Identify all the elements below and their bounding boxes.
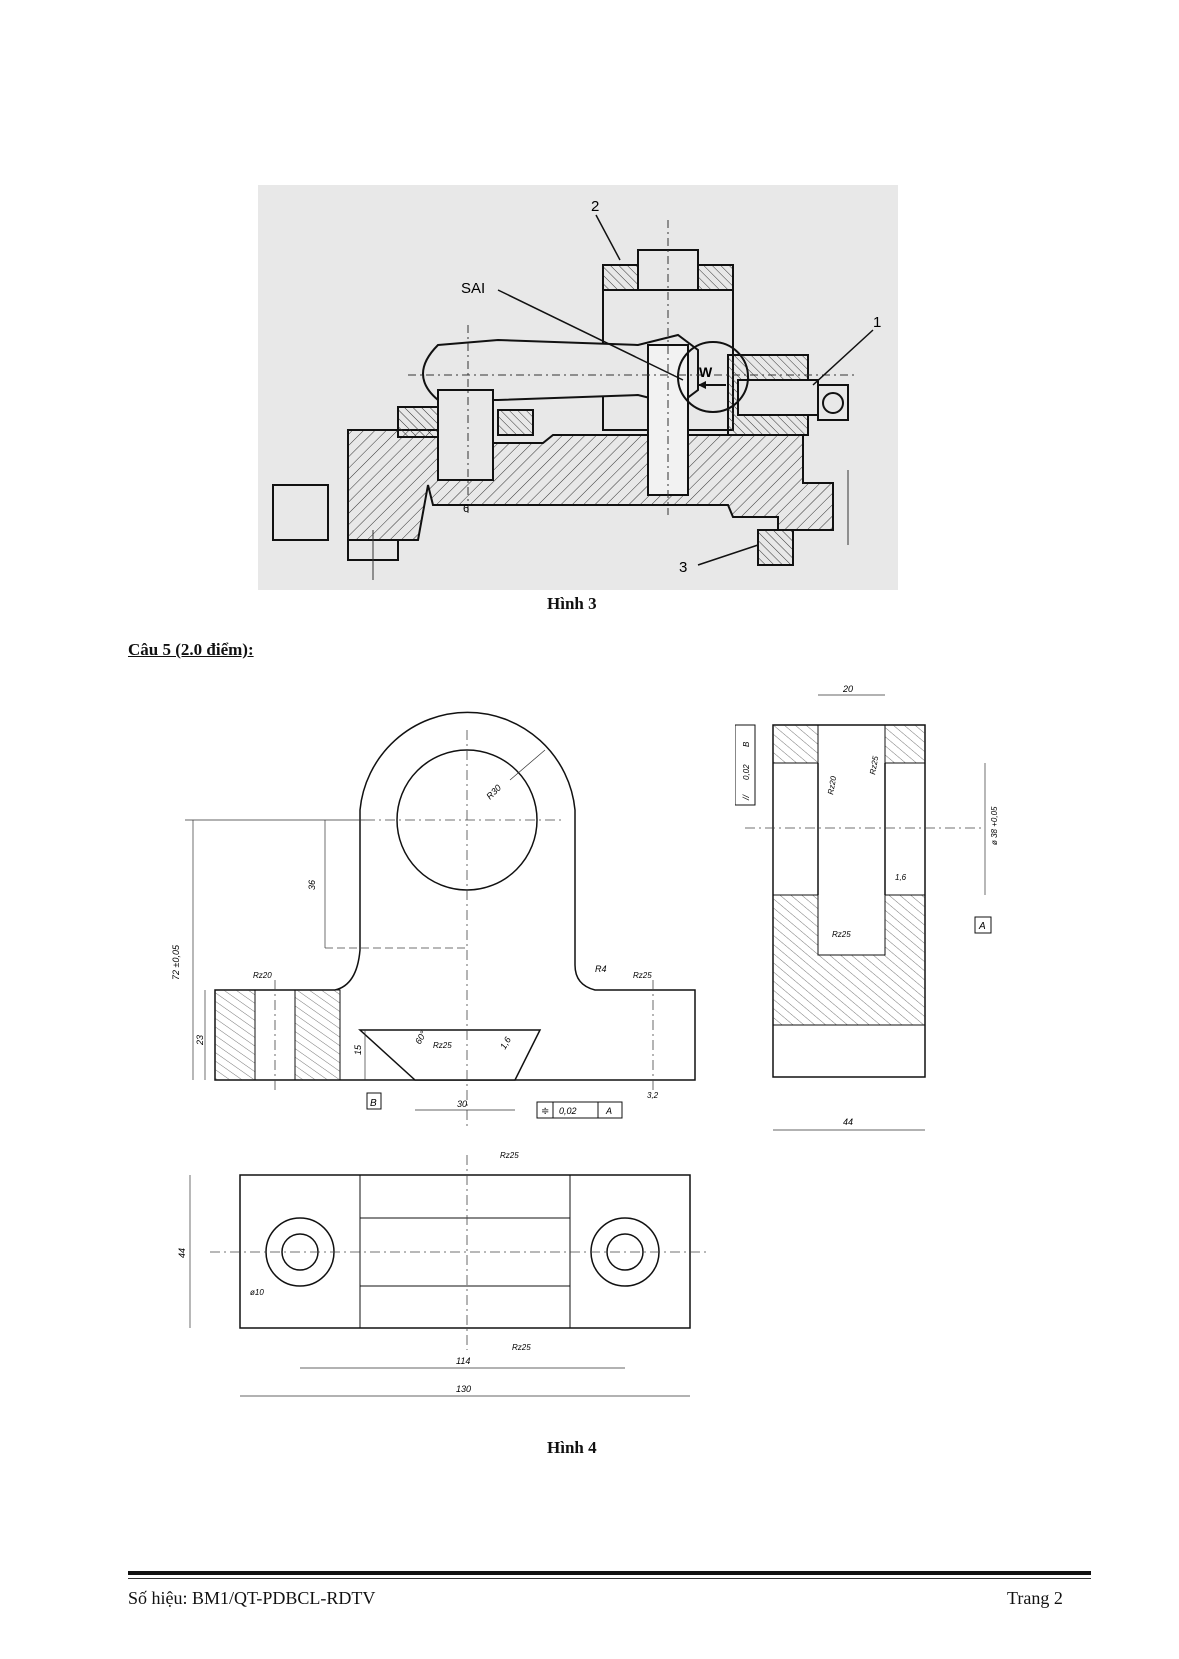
parallel-ref: B [742, 741, 751, 747]
label-1: 1 [873, 314, 881, 331]
roughness-d: 3,2 [647, 1091, 659, 1100]
dim-72: 72 ±0,05 [171, 944, 181, 980]
dim-36: 36 [307, 880, 317, 890]
side-roughness-b: Rz25 [868, 755, 880, 775]
side-roughness-c: 1,6 [895, 873, 907, 882]
top-dim-44: 44 [177, 1248, 187, 1258]
top-dim-114: 114 [456, 1356, 470, 1366]
figure-3-caption: Hình 3 [547, 594, 597, 614]
figure-4-top: 44 114 130 ø10 Rz25 Rz25 [170, 1150, 720, 1410]
side-view-drawing: 20 44 ø 38 +0,05 // 0,02 B Rz20 Rz25 1,6… [735, 675, 1035, 1145]
figure-4-front: 72 ±0,05 36 23 15 30 R30 R4 60° 1,6 Rz20… [165, 710, 725, 1150]
top-hole-dia: ø10 [250, 1288, 264, 1297]
label-2: 2 [591, 198, 599, 215]
parallel-value: 0,02 [742, 764, 751, 780]
top-view-drawing: 44 114 130 ø10 Rz25 Rz25 [170, 1150, 720, 1410]
radius-r4: R4 [595, 964, 607, 974]
side-roughness-a: Rz20 [826, 775, 838, 795]
dim-30: 30 [457, 1099, 467, 1109]
side-dim-44: 44 [843, 1117, 853, 1127]
radius-r30: R30 [484, 783, 503, 802]
tolerance-ref: A [605, 1106, 612, 1116]
roughness-a: Rz20 [253, 971, 272, 980]
label-sai: SAI [461, 280, 485, 297]
figure-3-drawing: SAI W 1 2 3 6 [258, 185, 898, 590]
top-roughness-bottom: Rz25 [512, 1343, 531, 1352]
datum-b: B [370, 1098, 377, 1109]
dim-23: 23 [195, 1035, 205, 1046]
figure-4-caption: Hình 4 [547, 1438, 597, 1458]
footer-page: Trang 2 [1007, 1588, 1063, 1609]
top-dim-130: 130 [456, 1384, 471, 1394]
figure-4-side: 20 44 ø 38 +0,05 // 0,02 B Rz20 Rz25 1,6… [735, 675, 1035, 1145]
parallel-symbol: // [741, 793, 751, 801]
footer-code: Số hiệu: BM1/QT-PDBCL-RDTV [128, 1588, 375, 1609]
roughness-c: Rz25 [633, 971, 652, 980]
dim-6: 6 [463, 503, 469, 515]
side-dim-dia: ø 38 +0,05 [990, 806, 999, 845]
question-label: Câu 5 (2.0 điểm): [128, 640, 254, 660]
datum-a: A [978, 921, 986, 932]
side-roughness-d: Rz25 [832, 930, 851, 939]
label-w: W [699, 364, 713, 380]
front-view-drawing: 72 ±0,05 36 23 15 30 R30 R4 60° 1,6 Rz20… [165, 710, 725, 1150]
footer-rule-thin [128, 1578, 1091, 1579]
tolerance-symbol: ≑ [541, 1106, 549, 1117]
label-3: 3 [679, 559, 687, 576]
top-roughness-top: Rz25 [500, 1151, 519, 1160]
roughness-b: Rz25 [433, 1041, 452, 1050]
figure-3: SAI W 1 2 3 6 [258, 185, 898, 590]
footer-rule [128, 1571, 1091, 1575]
tolerance-value: 0,02 [559, 1106, 577, 1116]
dim-15: 15 [353, 1044, 363, 1055]
side-dim-20: 20 [842, 684, 853, 694]
